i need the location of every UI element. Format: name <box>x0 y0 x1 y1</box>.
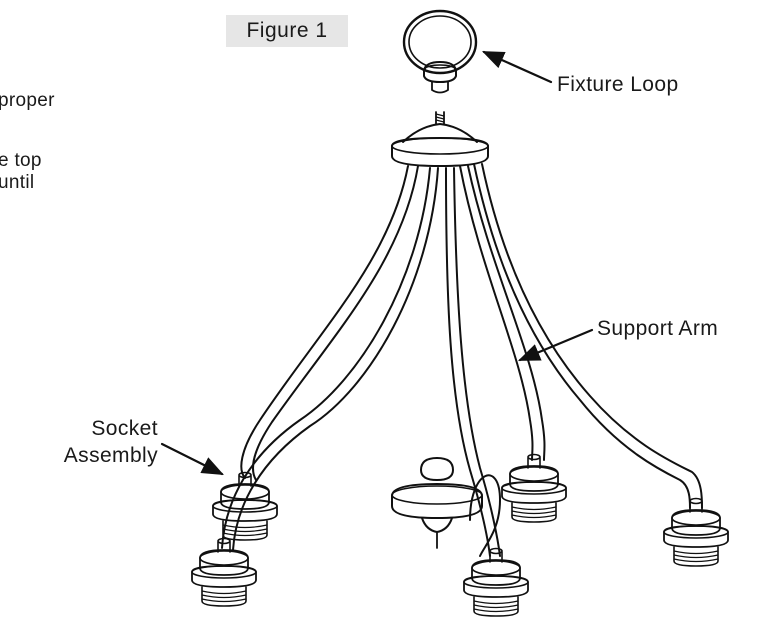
fixture-loop-label: Fixture Loop <box>557 73 679 96</box>
support-arm-arrow <box>517 328 594 362</box>
socket-assembly-upper-left <box>212 471 278 541</box>
instruction-fragment-3: until <box>0 172 35 193</box>
fixture-loop-part <box>402 9 478 94</box>
instruction-fragment-1: proper <box>0 90 55 111</box>
socket-assembly-label-line2: Assembly <box>63 444 158 467</box>
socket-assembly-center <box>463 547 529 617</box>
figure-title: Figure 1 <box>226 15 348 47</box>
support-arms <box>221 163 703 557</box>
socket-assembly-lower-left <box>191 537 257 607</box>
center-finial-part <box>391 457 501 557</box>
instruction-fragment-2: e top <box>0 150 42 171</box>
canopy-part <box>391 111 489 167</box>
socket-assembly-far-right <box>663 497 729 567</box>
fixture-loop-arrow <box>481 50 553 84</box>
socket-assembly-label-line1: Socket <box>91 417 158 440</box>
socket-assembly-arrow <box>160 442 224 476</box>
socket-assembly-back-right <box>501 453 567 523</box>
support-arm-label: Support Arm <box>597 317 719 340</box>
